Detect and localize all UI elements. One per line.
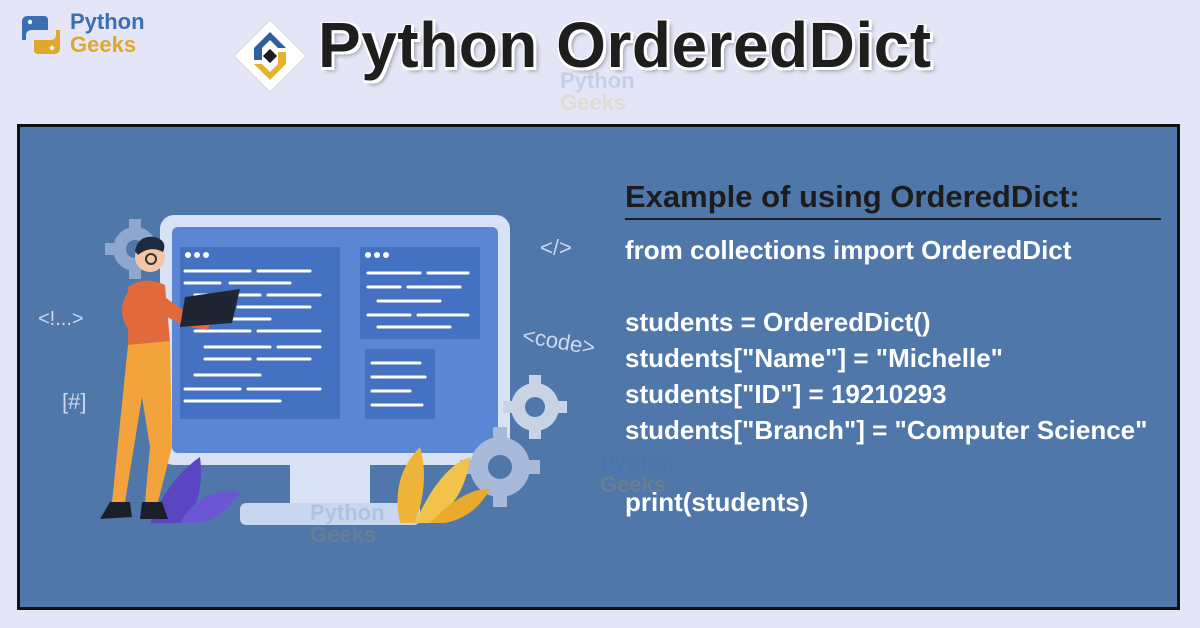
watermark-logo: Python Geeks: [560, 68, 635, 115]
brand-line-1: Python: [70, 9, 145, 34]
page-title: Python OrderedDict: [318, 9, 932, 81]
code-line: students["Name"] = "Michelle": [625, 343, 1004, 373]
python-geeks-logo-icon: [22, 16, 60, 54]
watermark-logo: Python Geeks: [600, 450, 675, 497]
hash-tag: [#]: [62, 389, 86, 414]
plant-yellow: [397, 447, 424, 523]
brand-name: Python Geeks: [70, 10, 145, 56]
brand-line-2: Geeks: [70, 32, 137, 57]
html-tag: </>: [540, 235, 572, 260]
python-logo-icon: [233, 19, 307, 93]
comment-tag: <!...>: [38, 308, 84, 330]
code-example: Example of using OrderedDict: from colle…: [625, 179, 1165, 520]
developer-illustration: </> <!...> <code> [#]: [38, 215, 597, 525]
code-heading: Example of using OrderedDict:: [625, 179, 1161, 220]
code-line: print(students): [625, 487, 809, 517]
watermark-logo: Python Geeks: [310, 500, 385, 547]
code-line-blank: [625, 448, 1165, 484]
developer-person: [100, 236, 240, 519]
code-line: students = OrderedDict(): [625, 307, 931, 337]
python-geeks-brand[interactable]: Python Geeks: [18, 10, 168, 60]
monitor-stand: [290, 465, 370, 505]
code-block: from collections import OrderedDict stud…: [625, 232, 1165, 520]
example-panel: </> <!...> <code> [#] Python Geeks Pytho…: [17, 124, 1180, 610]
code-line: from collections import OrderedDict: [625, 235, 1072, 265]
code-line-blank: [625, 268, 1165, 304]
code-line: students["Branch"] = "Computer Science": [625, 415, 1148, 445]
code-line: students["ID"] = 19210293: [625, 379, 947, 409]
code-tag: <code>: [520, 323, 597, 360]
